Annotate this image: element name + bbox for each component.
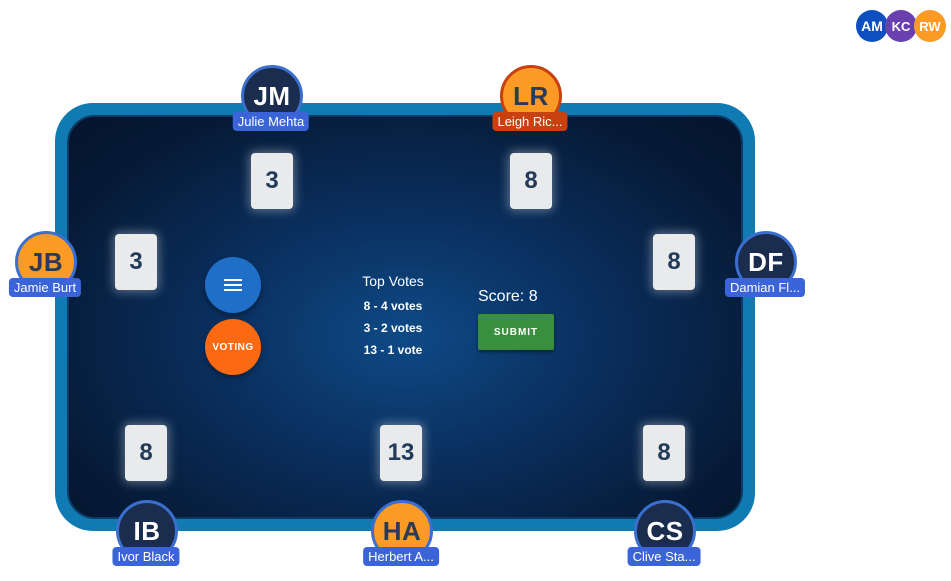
player-jamie-burt[interactable]: JB Jamie Burt [0,231,90,311]
player-nametag: Leigh Ric... [492,112,568,131]
player-nametag: Ivor Black [112,547,180,566]
player-nametag: Herbert A... [363,547,439,566]
hamburger-menu-icon [224,279,242,291]
online-users: AM KC RW [856,10,946,44]
player-julie-mehta[interactable]: JM Julie Mehta [226,65,316,145]
presence-avatar[interactable]: AM [856,10,888,42]
vote-card-clive: 8 [643,425,685,481]
vote-card-damian: 8 [653,234,695,290]
presence-avatar[interactable]: RW [914,10,946,42]
top-vote-row: 3 - 2 votes [363,321,423,335]
top-votes-panel: Top Votes 8 - 4 votes 3 - 2 votes 13 - 1… [342,273,444,361]
player-ivor-black[interactable]: IB Ivor Black [101,500,191,580]
player-nametag: Damian Fl... [724,278,806,297]
player-clive[interactable]: CS Clive Sta... [619,500,709,580]
submit-button[interactable]: SUBMIT [478,314,554,350]
top-vote-row: 8 - 4 votes [363,299,423,313]
vote-card-julie-mehta: 3 [251,153,293,209]
top-vote-row: 13 - 1 vote [363,343,423,357]
vote-card-ivor-black: 8 [125,425,167,481]
player-nametag: Clive Sta... [627,547,701,566]
menu-button[interactable] [205,257,261,313]
player-nametag: Julie Mehta [232,112,310,131]
vote-card-leigh: 8 [510,153,552,209]
voting-button[interactable]: VOTING [205,319,261,375]
player-nametag: Jamie Burt [8,278,82,297]
top-votes-title: Top Votes [362,273,424,289]
score-label: Score: 8 [478,288,538,305]
vote-card-herbert: 13 [380,425,422,481]
presence-avatar[interactable]: KC [885,10,917,42]
player-leigh[interactable]: LR Leigh Ric... [485,65,575,145]
poker-table [55,103,755,531]
player-damian[interactable]: DF Damian Fl... [720,231,810,311]
player-herbert[interactable]: HA Herbert A... [356,500,446,580]
vote-card-jamie-burt: 3 [115,234,157,290]
